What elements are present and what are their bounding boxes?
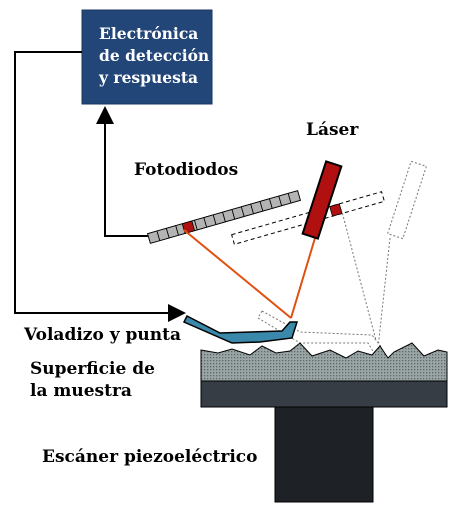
sample-base [200,380,448,408]
surface-label-line-2: la muestra [30,381,132,401]
laser-beam-reflected [183,229,292,319]
laser-beam-incident [290,237,316,319]
signal-line-to-electronics [104,122,148,237]
photodiode-cell [287,190,301,204]
piezo-scanner [274,406,374,503]
box-line-2: de detección [99,46,210,65]
electronics-box [81,9,213,105]
scanner-label: Escáner piezoeléctrico [42,447,258,467]
laser-label: Láser [306,120,359,140]
electronics-box-text: Electrónica de detección y respuesta [82,10,212,104]
laser-beam-ghost [340,207,391,349]
cantilever-and-tip [182,314,299,344]
box-line-3: y respuesta [99,68,199,87]
sample-surface [200,342,448,384]
box-line-1: Electrónica [99,24,199,43]
photodiode-active-cell [181,220,196,234]
cantilever-label: Voladizo y punta [24,325,181,345]
surface-label-line-1: Superficie de [30,359,155,379]
feedback-line-to-cantilever [14,51,170,314]
arrow-to-electronics-icon [96,106,114,124]
photodiodes-label: Fotodiodos [134,160,239,180]
laser-ghost [387,160,427,240]
laser-source [301,160,343,240]
photodiode-array [147,190,301,244]
arrow-to-cantilever-icon [168,304,186,322]
